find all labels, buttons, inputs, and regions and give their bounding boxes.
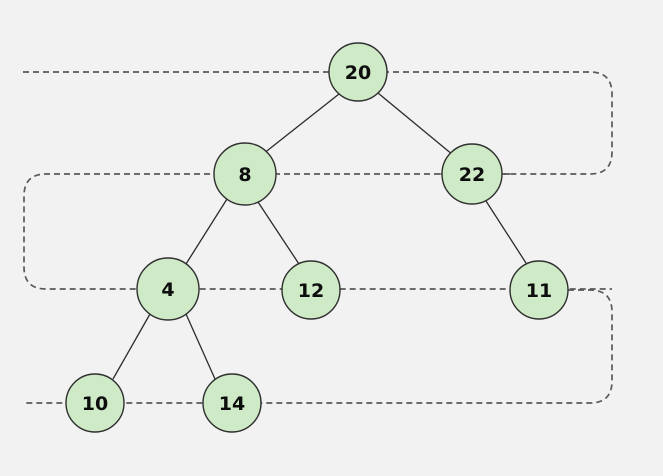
tree-node-label: 22 [459,164,485,186]
tree-node-label: 10 [82,393,108,415]
tree-node-label: 12 [298,280,324,302]
tree-node[interactable]: 20 [328,42,388,102]
tree-node-label: 20 [345,62,371,84]
tree-node[interactable]: 11 [509,260,569,320]
tree-node[interactable]: 10 [65,373,125,433]
tree-node-circle[interactable] [281,260,341,320]
tree-node-circle[interactable] [202,373,262,433]
tree-edge-layer [112,92,527,380]
traversal-path-segment [23,71,613,175]
tree-edge [112,313,151,380]
tree-node-circle[interactable] [328,42,388,102]
tree-node-circle[interactable] [213,142,277,206]
tree-edge [257,201,300,265]
tree-node-label: 11 [526,280,552,302]
tree-edge [185,313,216,380]
tree-node-circle[interactable] [509,260,569,320]
traversal-path-segment [23,173,612,290]
traversal-path-layer [23,71,613,404]
tree-node-label: 4 [161,279,174,301]
tree-node[interactable]: 8 [213,142,277,206]
tree-node-label: 8 [238,164,251,186]
tree-node[interactable]: 14 [202,373,262,433]
tree-node-circle[interactable] [136,257,200,321]
traversal-path-segment [23,289,613,404]
tree-edge [377,92,454,156]
tree-edge [185,198,228,265]
tree-node-layer: 20 8 22 4 12 11 10 14 [65,42,569,433]
tree-node-label: 14 [219,393,245,415]
tree-node[interactable]: 22 [441,143,503,205]
tree-edge [485,200,527,264]
tree-node-circle[interactable] [65,373,125,433]
tree-edge [262,93,340,155]
tree-node-circle[interactable] [441,143,503,205]
tree-node[interactable]: 12 [281,260,341,320]
tree-node[interactable]: 4 [136,257,200,321]
